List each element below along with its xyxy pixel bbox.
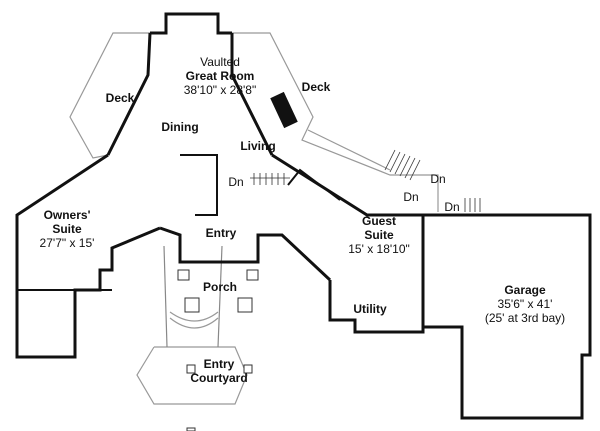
exterior-walls [15, 12, 592, 420]
porch-post-line [163, 245, 168, 348]
entry-wall [159, 226, 332, 282]
garage-wall [423, 213, 592, 420]
deck-right-inner [307, 129, 391, 171]
courtyard-outline [136, 346, 248, 405]
stair-deck [384, 149, 421, 181]
entry-label: Entry [205, 226, 237, 240]
guest-suite-wall [271, 153, 423, 217]
garage-label: Garage [504, 283, 546, 297]
great-room-right-wall [230, 33, 274, 156]
great-room-size: 38'10" x 28'8" [183, 83, 257, 97]
owners-suite-label-1: Owners' [43, 208, 91, 222]
stair-center [250, 173, 290, 185]
courtyard-label-1: Entry [203, 357, 235, 371]
guest-suite-label-2: Suite [364, 228, 394, 242]
great-room-prefix: Vaulted [200, 55, 240, 69]
garage-size: 35'6" x 41' [497, 297, 553, 311]
utility-wall [328, 215, 425, 334]
interior-wall [287, 168, 341, 201]
post [184, 297, 200, 313]
owners-suite-size: 27'7" x 15' [39, 236, 95, 250]
living-label: Living [240, 139, 276, 153]
porch-posts [177, 269, 259, 431]
great-room-left-wall [106, 32, 152, 156]
stair-down-label: Dn [444, 200, 460, 214]
owners-suite-wall [15, 153, 161, 359]
stair-down-label: Dn [228, 175, 244, 189]
stairs [250, 149, 481, 212]
deck-left-label: Deck [105, 91, 135, 105]
stair-down-label: Dn [403, 190, 419, 204]
stair-down-label: Dn [430, 172, 446, 186]
post [246, 269, 259, 281]
great-room-label: Great Room [185, 69, 255, 83]
courtyard-label-2: Courtyard [190, 371, 248, 385]
deck-right-outline [232, 32, 439, 212]
guest-suite-label-1: Guest [361, 214, 397, 228]
kitchen-counter [180, 154, 218, 216]
porch-steps [169, 311, 219, 329]
guest-suite-size: 15' x 18'10" [348, 242, 410, 256]
post [186, 364, 196, 374]
post [186, 427, 196, 431]
dining-label: Dining [161, 120, 199, 134]
post [243, 364, 253, 374]
utility-label: Utility [353, 302, 387, 316]
fireplace [270, 91, 298, 129]
stair-deck-lower [464, 198, 481, 212]
garage-note: (25' at 3rd bay) [484, 311, 566, 325]
post [177, 269, 190, 281]
porch-label: Porch [202, 280, 238, 294]
great-room-wall [150, 12, 232, 35]
deck-right-label: Deck [301, 80, 331, 94]
post [237, 297, 253, 313]
deck-left-outline [69, 32, 150, 159]
owners-suite-label-2: Suite [52, 222, 82, 236]
